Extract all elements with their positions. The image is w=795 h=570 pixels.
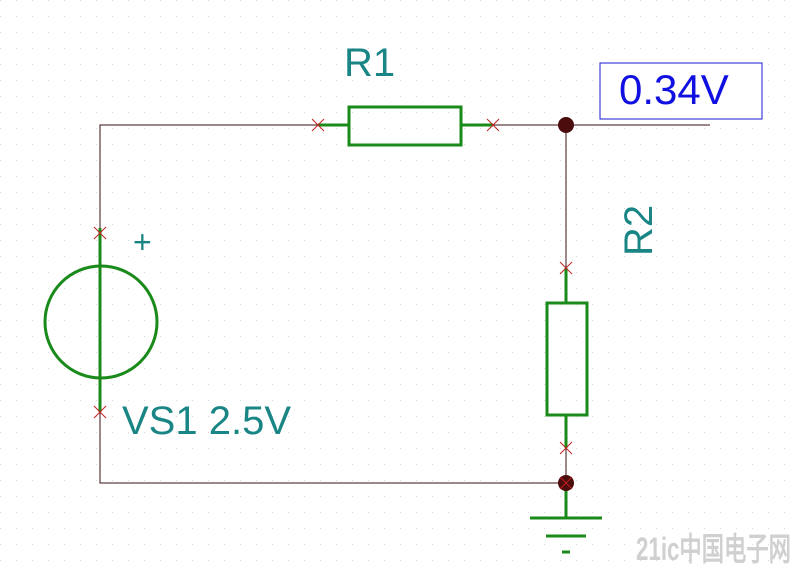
- wires: [99, 124, 710, 484]
- r2-label: R2: [617, 205, 661, 256]
- vs1-label: VS1 2.5V: [122, 399, 291, 443]
- junction-top-node: [558, 117, 574, 133]
- resistor-r2[interactable]: [545, 268, 589, 448]
- wire-bottom[interactable]: [99, 412, 566, 484]
- resistor-r1[interactable]: [318, 105, 493, 147]
- pin-mark-r2-bottom: [559, 441, 573, 455]
- pin-mark-r1-right: [486, 118, 500, 132]
- voltage-probe[interactable]: 0.34V: [599, 62, 763, 120]
- pin-mark-vs1-bottom: [93, 405, 107, 419]
- vs1-polarity-plus: +: [133, 224, 152, 260]
- watermark-logo: 21ic中国电子网: [636, 531, 791, 567]
- pin-mark-r1-left: [311, 118, 325, 132]
- pin-mark-vs1-top: [93, 226, 107, 240]
- wire-top-left[interactable]: [99, 124, 318, 228]
- voltage-source-vs1[interactable]: [43, 228, 159, 412]
- pin-mark-ground: [559, 476, 573, 490]
- pin-mark-r2-top: [559, 261, 573, 275]
- probe-value: 0.34V: [619, 66, 729, 113]
- r1-label: R1: [344, 41, 395, 85]
- pin-markers: [93, 118, 573, 490]
